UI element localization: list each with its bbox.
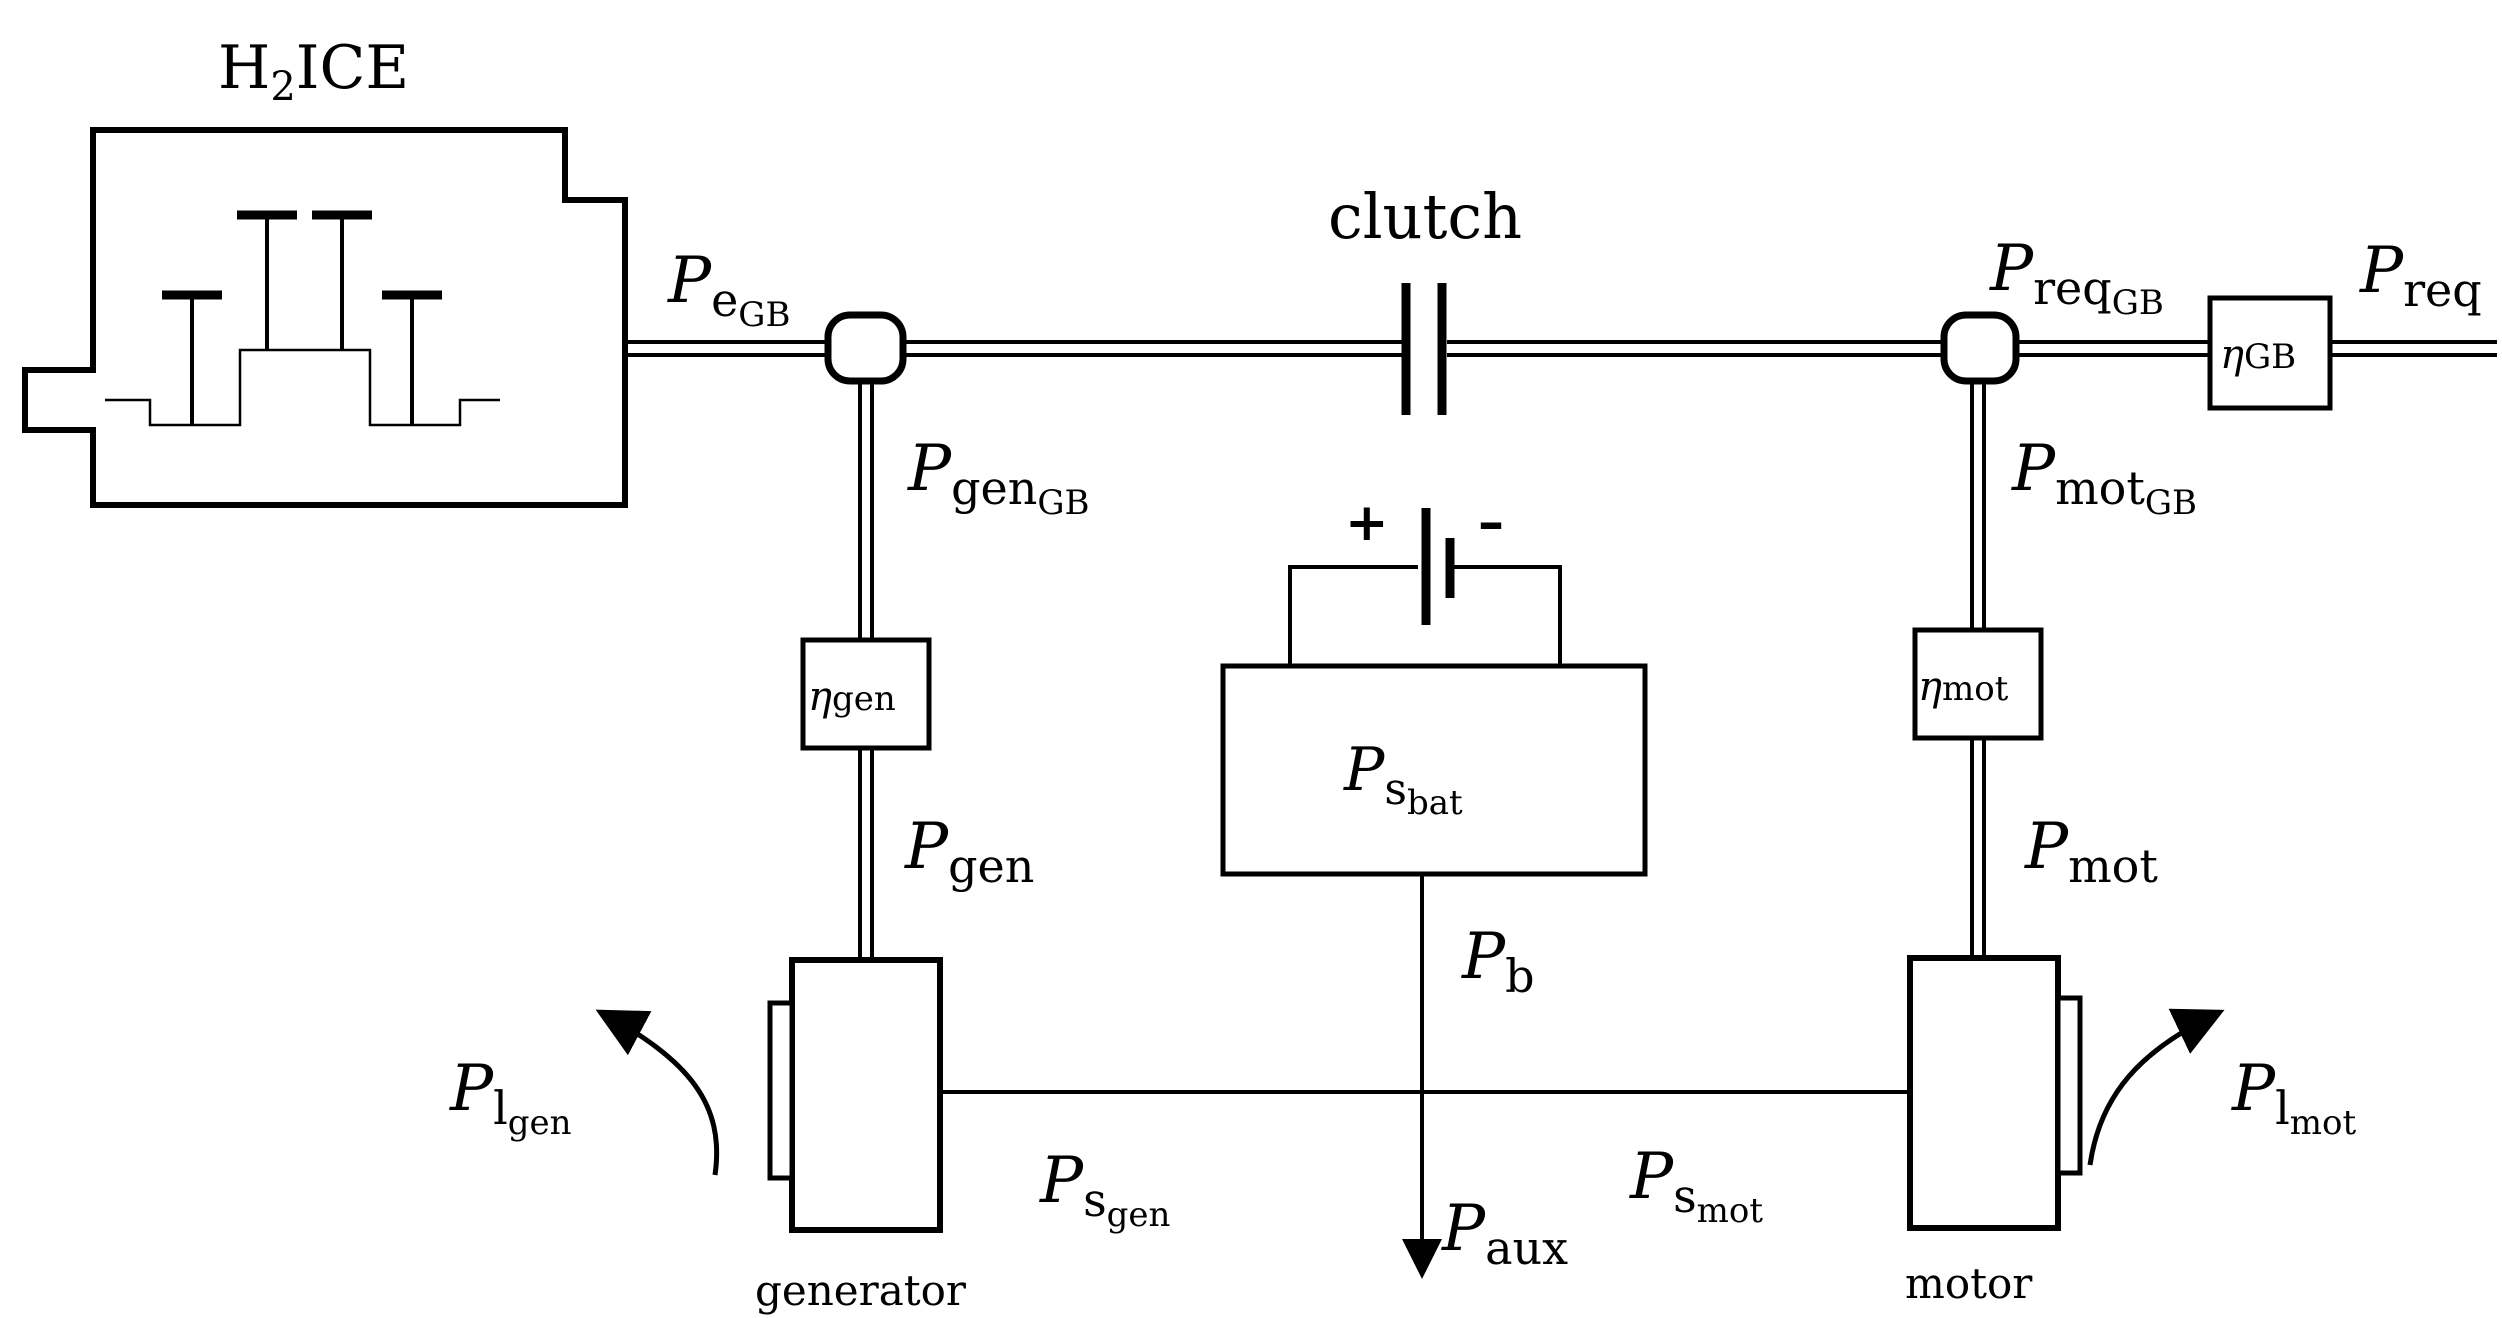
p-gengb-label: PgenGB bbox=[907, 432, 1090, 523]
generator bbox=[767, 957, 943, 1233]
generator-loss-arrow bbox=[595, 1009, 720, 1176]
battery-wire bbox=[1288, 565, 1418, 666]
generator-caption: generator bbox=[755, 1266, 967, 1315]
motor-shaft bbox=[1970, 381, 1986, 958]
p-gen-label: Pgen bbox=[904, 810, 1034, 893]
eta-gb-box bbox=[2207, 295, 2333, 411]
motor bbox=[1907, 955, 2083, 1231]
engine-block bbox=[22, 127, 628, 508]
p-aux-label: Paux bbox=[1441, 1192, 1568, 1275]
motor-caption: motor bbox=[1905, 1259, 2033, 1308]
battery-minus: – bbox=[1478, 493, 1504, 553]
main-shaft bbox=[625, 340, 2497, 357]
piston-profile bbox=[105, 348, 500, 427]
battery-box bbox=[1220, 663, 1648, 877]
p-reqgb-label: PreqGB bbox=[1989, 232, 2164, 323]
p-sgen-label: Psgen bbox=[1039, 1144, 1170, 1235]
eta-gen-label: ηgen bbox=[808, 674, 896, 720]
generator-shaft bbox=[858, 381, 874, 960]
clutch bbox=[1401, 283, 1447, 415]
p-egb-label: PeGB bbox=[667, 244, 790, 335]
p-b-label: Pb bbox=[1461, 920, 1535, 1003]
gearbox-node-right bbox=[1940, 311, 2020, 385]
eta-mot-box bbox=[1912, 627, 2044, 741]
clutch-label: clutch bbox=[1328, 180, 1522, 253]
battery-wire-right bbox=[1450, 565, 1562, 666]
eta-gb-label: ηGB bbox=[2220, 332, 2296, 378]
p-sbat-label: Psbat bbox=[1343, 735, 1463, 823]
p-lgen-label: Plgen bbox=[449, 1052, 572, 1143]
engine-title: H2ICE bbox=[218, 33, 409, 110]
p-smot-label: Psmot bbox=[1629, 1140, 1763, 1231]
p-motgb-label: PmotGB bbox=[2011, 432, 2197, 523]
p-lmot-label: Plmot bbox=[2231, 1052, 2356, 1143]
p-req-label: Preq bbox=[2359, 234, 2482, 317]
engine-outline bbox=[22, 127, 628, 508]
gearbox-node-left bbox=[824, 311, 907, 385]
p-mot-label: Pmot bbox=[2024, 810, 2158, 893]
battery-plus: + bbox=[1345, 493, 1389, 553]
eta-mot-label: ηmot bbox=[1918, 664, 2009, 710]
pistons bbox=[162, 210, 442, 425]
motor-loss-arrow bbox=[2087, 1008, 2225, 1166]
eta-gen-box bbox=[800, 637, 932, 751]
